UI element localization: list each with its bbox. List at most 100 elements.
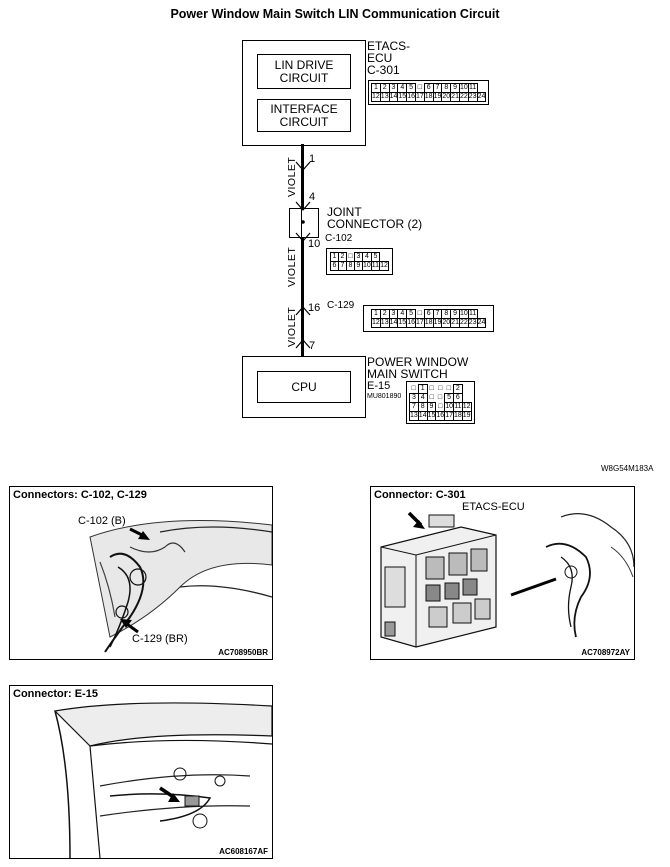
panel-title: Connectors: C-102, C-129 (13, 489, 147, 501)
switch-part-number: MU801890 (367, 393, 402, 400)
connector-pin: 22 (458, 92, 469, 102)
panel-code: AC708972AY (581, 648, 630, 657)
connector-pin: 8 (417, 402, 428, 412)
switch-name: POWER WINDOW MAIN SWITCH (367, 355, 469, 381)
connector-pin: □ (438, 402, 443, 410)
connector-pin: 9 (450, 309, 460, 319)
connector-pin: 17 (414, 92, 425, 102)
connector-pin: 18 (423, 318, 434, 328)
connector-pin: 16 (406, 92, 416, 102)
cpu-block: CPU (257, 371, 351, 403)
connector-pin: 12 (461, 402, 472, 412)
panel-title: Connector: E-15 (13, 688, 98, 700)
connector-pin: 6 (452, 393, 463, 403)
panel-c301: Connector: C-301 ETACS-ECU AC708972AY (370, 486, 635, 660)
connector-pin: 23 (467, 92, 478, 102)
connector-pin: 15 (397, 92, 408, 102)
panel-code: AC708950BR (218, 648, 268, 657)
door-photo (53, 702, 272, 858)
connector-pin: 6 (330, 261, 339, 271)
connector-pin: 3 (388, 83, 399, 93)
joint-connector-code: C-102 (325, 233, 353, 244)
connector-pin: 8 (441, 309, 452, 319)
connector-pin: □ (417, 309, 422, 317)
panel-c102-c129: Connectors: C-102, C-129 C-102 (B) C-129… (9, 486, 273, 660)
connector-pin: 16 (435, 411, 446, 421)
connector-pin: 10 (444, 402, 454, 412)
connector-pin: 10 (458, 83, 469, 93)
diagram-title: Power Window Main Switch LIN Communicati… (170, 7, 500, 21)
etacs-ecu-box: LIN DRIVE CIRCUIT INTERFACE CIRCUIT (242, 40, 366, 146)
etacs-ecu-photo (380, 511, 634, 648)
connector-pin: 8 (346, 261, 355, 271)
connector-pin: 15 (397, 318, 408, 328)
connector-pin: 11 (370, 261, 381, 271)
connector-pin: 22 (458, 318, 469, 328)
etacs-name-line1: ETACS- (367, 39, 411, 53)
connector-pin: □ (417, 83, 422, 91)
connector-pin: 11 (467, 83, 478, 93)
label-c129: C-129 (BR) (132, 633, 188, 645)
connector-pin: 1 (417, 384, 428, 394)
connector-pin: 11 (467, 309, 478, 319)
connector-pin: 13 (379, 318, 390, 328)
pin-jc-top: 4 (309, 191, 316, 203)
interface-circuit: INTERFACE CIRCUIT (257, 99, 351, 132)
connector-pin: 5 (370, 252, 381, 262)
connector-pin: □ (429, 393, 434, 401)
connector-pin: 7 (409, 402, 419, 412)
connector-pin: 1 (371, 83, 381, 93)
connector-pin: □ (446, 384, 451, 392)
connector-pin: 4 (397, 83, 408, 93)
connector-pin: 19 (432, 92, 443, 102)
joint-connector-link (301, 208, 302, 238)
connector-pin: 13 (379, 92, 390, 102)
connector-pin: 1 (330, 252, 339, 262)
connector-pin: □ (411, 384, 416, 392)
connector-pin: 21 (450, 92, 460, 102)
dashboard-photo (89, 520, 272, 653)
connector-pin: 14 (388, 92, 399, 102)
connector-pin: 5 (444, 393, 454, 403)
connector-pin: 10 (362, 261, 372, 271)
lin-drive-circuit: LIN DRIVE CIRCUIT (257, 54, 351, 89)
connector-pin: 15 (426, 411, 437, 421)
connector-pin: 11 (452, 402, 463, 412)
connector-pin: 9 (426, 402, 437, 412)
c129-code: C-129 (327, 300, 355, 311)
connector-pin: 20 (441, 318, 452, 328)
label-etacs-ecu: ETACS-ECU (462, 501, 525, 513)
connector-pin: 5 (406, 309, 416, 319)
connector-pin: 18 (452, 411, 463, 421)
connector-pin: 7 (432, 83, 443, 93)
connector-pin: 19 (461, 411, 472, 421)
power-window-switch-box: CPU (242, 356, 366, 418)
connector-pin: 2 (452, 384, 463, 394)
wire-segment-1 (301, 144, 304, 212)
connector-pin: 4 (397, 309, 408, 319)
connector-pin: 17 (414, 318, 425, 328)
wire-segment-2 (301, 236, 304, 356)
connector-pin: 14 (388, 318, 399, 328)
connector-pin: □ (437, 394, 443, 401)
connector-pin: 12 (371, 318, 381, 328)
connector-pin: 9 (450, 83, 460, 93)
connector-pin: 12 (371, 92, 381, 102)
panel-code: AC608167AF (219, 847, 268, 856)
pin-switch: 7 (309, 340, 316, 352)
connector-pin: 3 (354, 252, 363, 262)
pin-etacs: 1 (309, 153, 316, 165)
connector-pin: 9 (354, 261, 363, 271)
connector-pin: 18 (423, 92, 434, 102)
etacs-connector-code: C-301 (367, 63, 400, 77)
connector-pin: 16 (406, 318, 416, 328)
connector-pin: 6 (423, 309, 434, 319)
pin-jc-bottom: 10 (308, 238, 321, 250)
connector-pin: 10 (458, 309, 469, 319)
connector-pin: 23 (467, 318, 478, 328)
connector-pin: 4 (417, 393, 428, 403)
